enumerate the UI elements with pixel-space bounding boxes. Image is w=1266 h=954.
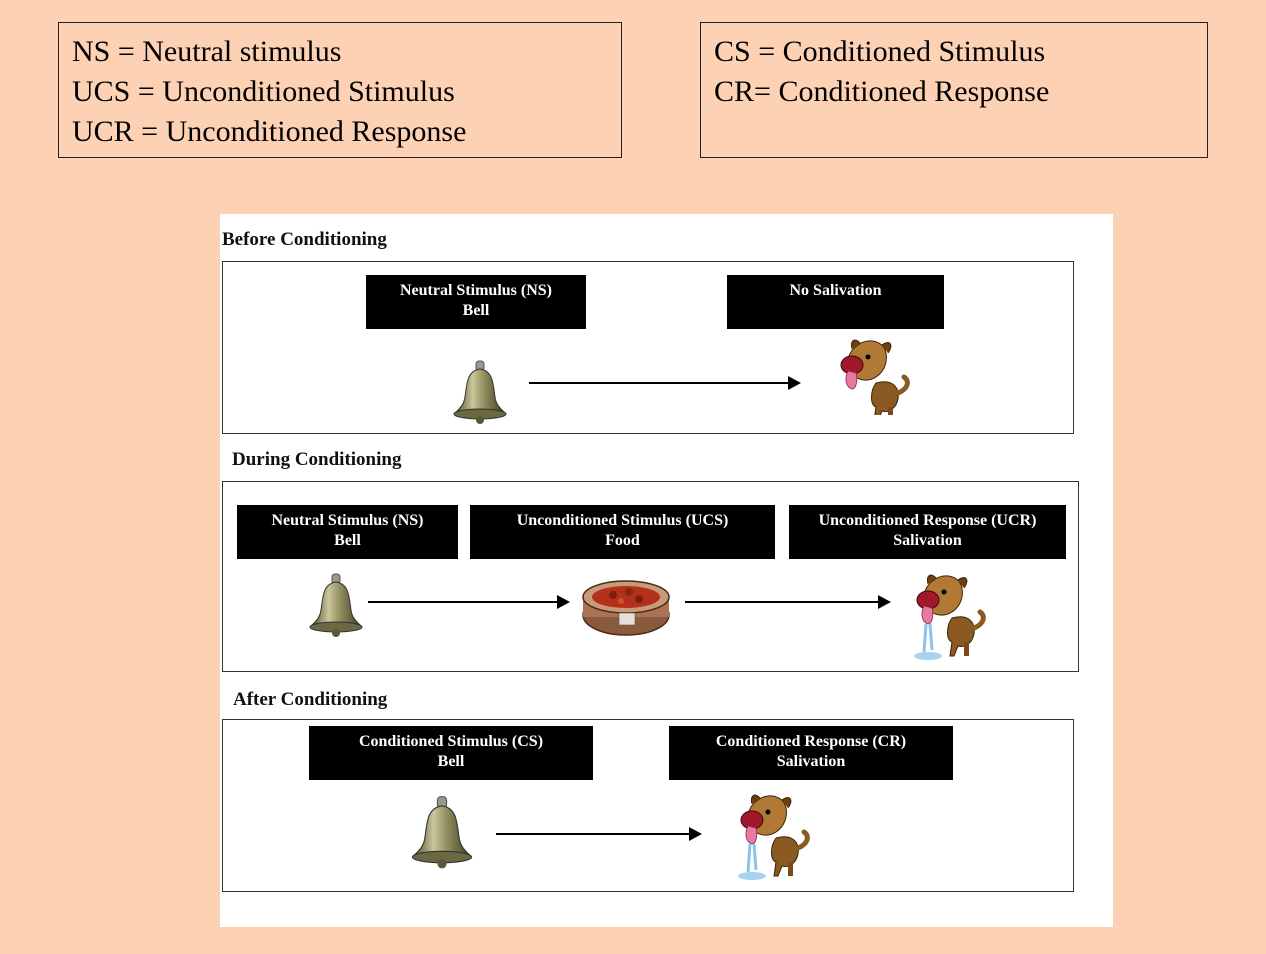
legend-box-left: NS = Neutral stimulus UCS = Unconditione… — [58, 22, 622, 158]
during-ns-label-line1: Neutral Stimulus (NS) — [271, 512, 424, 529]
dog-icon — [738, 794, 810, 880]
before-ns-label: Neutral Stimulus (NS) Bell — [366, 275, 586, 329]
during-conditioning-panel: Neutral Stimulus (NS) Bell Unconditioned… — [222, 481, 1079, 672]
before-conditioning-panel: Neutral Stimulus (NS) Bell No Salivation — [222, 261, 1074, 434]
during-ns-label-line2: Bell — [334, 532, 361, 549]
before-ns-label-line1: Neutral Stimulus (NS) — [399, 282, 552, 299]
during-arrow-1 — [368, 595, 570, 609]
after-arrow — [496, 827, 702, 841]
during-conditioning-title: During Conditioning — [232, 449, 402, 470]
during-ucr-label: Unconditioned Response (UCR) Salivation — [789, 505, 1066, 559]
legend-line-cr: CR= Conditioned Response — [714, 75, 1050, 108]
before-response-label: No Salivation — [727, 275, 944, 329]
during-arrow-2 — [685, 595, 891, 609]
bell-icon — [309, 573, 363, 637]
legend-box-right: CS = Conditioned Stimulus CR= Conditione… — [700, 22, 1208, 158]
after-cr-label-line1: Conditioned Response (CR) — [715, 733, 907, 750]
before-conditioning-title: Before Conditioning — [222, 229, 387, 250]
during-ns-label: Neutral Stimulus (NS) Bell — [237, 505, 458, 559]
after-cs-label-line2: Bell — [437, 753, 465, 770]
after-cr-label: Conditioned Response (CR) Salivation — [669, 726, 953, 780]
bell-icon — [411, 796, 473, 869]
legend-line-ns: NS = Neutral stimulus — [72, 35, 342, 68]
during-ucs-label-line2: Food — [605, 532, 640, 549]
after-conditioning-title: After Conditioning — [233, 689, 388, 710]
during-ucs-label: Unconditioned Stimulus (UCS) Food — [470, 505, 775, 559]
after-cs-label: Conditioned Stimulus (CS) Bell — [309, 726, 593, 780]
after-conditioning-panel: Conditioned Stimulus (CS) Bell Condition… — [222, 719, 1074, 892]
dog-icon — [914, 574, 986, 660]
during-ucs-label-line1: Unconditioned Stimulus (UCS) — [516, 512, 729, 529]
conditioning-figure: Before Conditioning Neutral Stimulus (NS… — [220, 214, 1113, 927]
food-bowl-icon — [582, 580, 670, 636]
during-ucr-label-line2: Salivation — [893, 532, 962, 549]
legend-line-ucs: UCS = Unconditioned Stimulus — [72, 75, 455, 108]
before-arrow — [529, 376, 801, 390]
dog-icon — [840, 339, 910, 415]
after-cr-label-line2: Salivation — [776, 753, 846, 770]
before-response-label-line1: No Salivation — [789, 282, 882, 299]
before-ns-label-line2: Bell — [462, 302, 490, 319]
bell-icon — [453, 360, 507, 424]
legend-line-ucr: UCR = Unconditioned Response — [72, 115, 467, 148]
legend-line-cs: CS = Conditioned Stimulus — [714, 35, 1046, 68]
during-ucr-label-line1: Unconditioned Response (UCR) — [818, 512, 1037, 529]
after-cs-label-line1: Conditioned Stimulus (CS) — [358, 733, 544, 750]
